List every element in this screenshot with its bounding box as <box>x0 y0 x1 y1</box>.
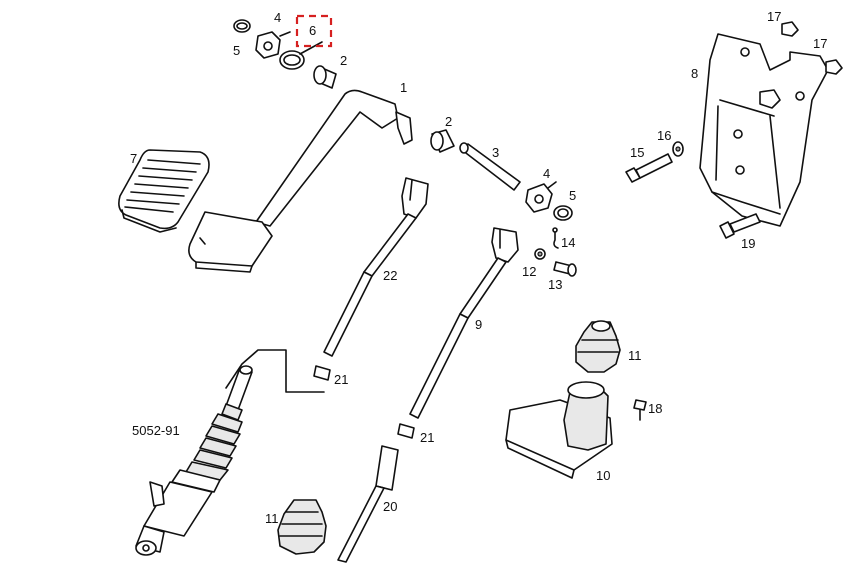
label-part-7: 7 <box>130 151 137 166</box>
part-21-sleeve-upper[interactable] <box>313 365 331 381</box>
part-8-bracket[interactable] <box>699 33 829 227</box>
label-part-14: 14 <box>561 235 575 250</box>
part-17-nut-top[interactable] <box>781 21 799 37</box>
part-1-pedal-lever[interactable] <box>188 89 413 273</box>
label-part-3: 3 <box>492 145 499 160</box>
label-part-9: 9 <box>475 317 482 332</box>
label-part-12: 12 <box>522 264 536 279</box>
label-part-19: 19 <box>741 236 755 251</box>
part-10-housing[interactable] <box>505 381 613 479</box>
highlight-marker <box>295 14 333 48</box>
part-18-screw[interactable] <box>633 399 647 421</box>
label-part-11-lower: 11 <box>265 511 279 526</box>
part-21-sleeve-lower[interactable] <box>397 423 415 439</box>
label-part-20: 20 <box>383 499 397 514</box>
label-part-5-upper: 5 <box>233 43 240 58</box>
label-part-17-top: 17 <box>767 9 781 24</box>
part-5-ring-upper[interactable] <box>233 19 251 33</box>
diagram-code: 5052-91 <box>132 423 180 438</box>
label-part-2-middle: 2 <box>445 114 452 129</box>
part-11-boot-right[interactable] <box>575 320 621 373</box>
part-11-boot-lower[interactable] <box>277 499 327 555</box>
label-part-11-right: 11 <box>628 348 642 363</box>
label-part-15: 15 <box>630 145 644 160</box>
label-part-21-lower: 21 <box>420 430 434 445</box>
part-12-washer[interactable] <box>534 248 546 260</box>
label-part-17-right: 17 <box>813 36 827 51</box>
label-part-4-lower: 4 <box>543 166 550 181</box>
label-part-6: 6 <box>309 23 316 38</box>
part-14-pin[interactable] <box>552 227 559 249</box>
part-5-ring-lower[interactable] <box>553 205 573 221</box>
part-2-bushing-middle[interactable] <box>430 129 455 153</box>
part-20-rod[interactable] <box>337 445 399 563</box>
label-part-4-upper: 4 <box>274 10 281 25</box>
label-part-5-lower: 5 <box>569 188 576 203</box>
part-4-nut-upper[interactable] <box>255 31 291 59</box>
label-part-22: 22 <box>383 268 397 283</box>
master-cylinder[interactable] <box>135 349 325 556</box>
part-4-nut-lower[interactable] <box>525 181 557 213</box>
part-15-bolt[interactable] <box>625 153 673 183</box>
part-6-return-spring[interactable] <box>279 41 323 70</box>
label-part-21-upper: 21 <box>334 372 348 387</box>
part-3-shaft[interactable] <box>459 142 521 191</box>
part-22-push-rod[interactable] <box>323 177 429 357</box>
part-17-nut-right[interactable] <box>825 59 843 75</box>
part-2-bushing-upper[interactable] <box>313 65 337 89</box>
part-19-bolt[interactable] <box>719 213 761 239</box>
label-part-18: 18 <box>648 401 662 416</box>
part-13-clevis-pin[interactable] <box>553 261 577 277</box>
part-7-pedal-pad[interactable] <box>118 149 210 233</box>
label-part-8: 8 <box>691 66 698 81</box>
label-part-10: 10 <box>596 468 610 483</box>
label-part-16: 16 <box>657 128 671 143</box>
part-9-rod[interactable] <box>409 227 519 419</box>
part-16-washer[interactable] <box>672 141 684 157</box>
label-part-1: 1 <box>400 80 407 95</box>
label-part-13: 13 <box>548 277 562 292</box>
label-part-2-upper: 2 <box>340 53 347 68</box>
